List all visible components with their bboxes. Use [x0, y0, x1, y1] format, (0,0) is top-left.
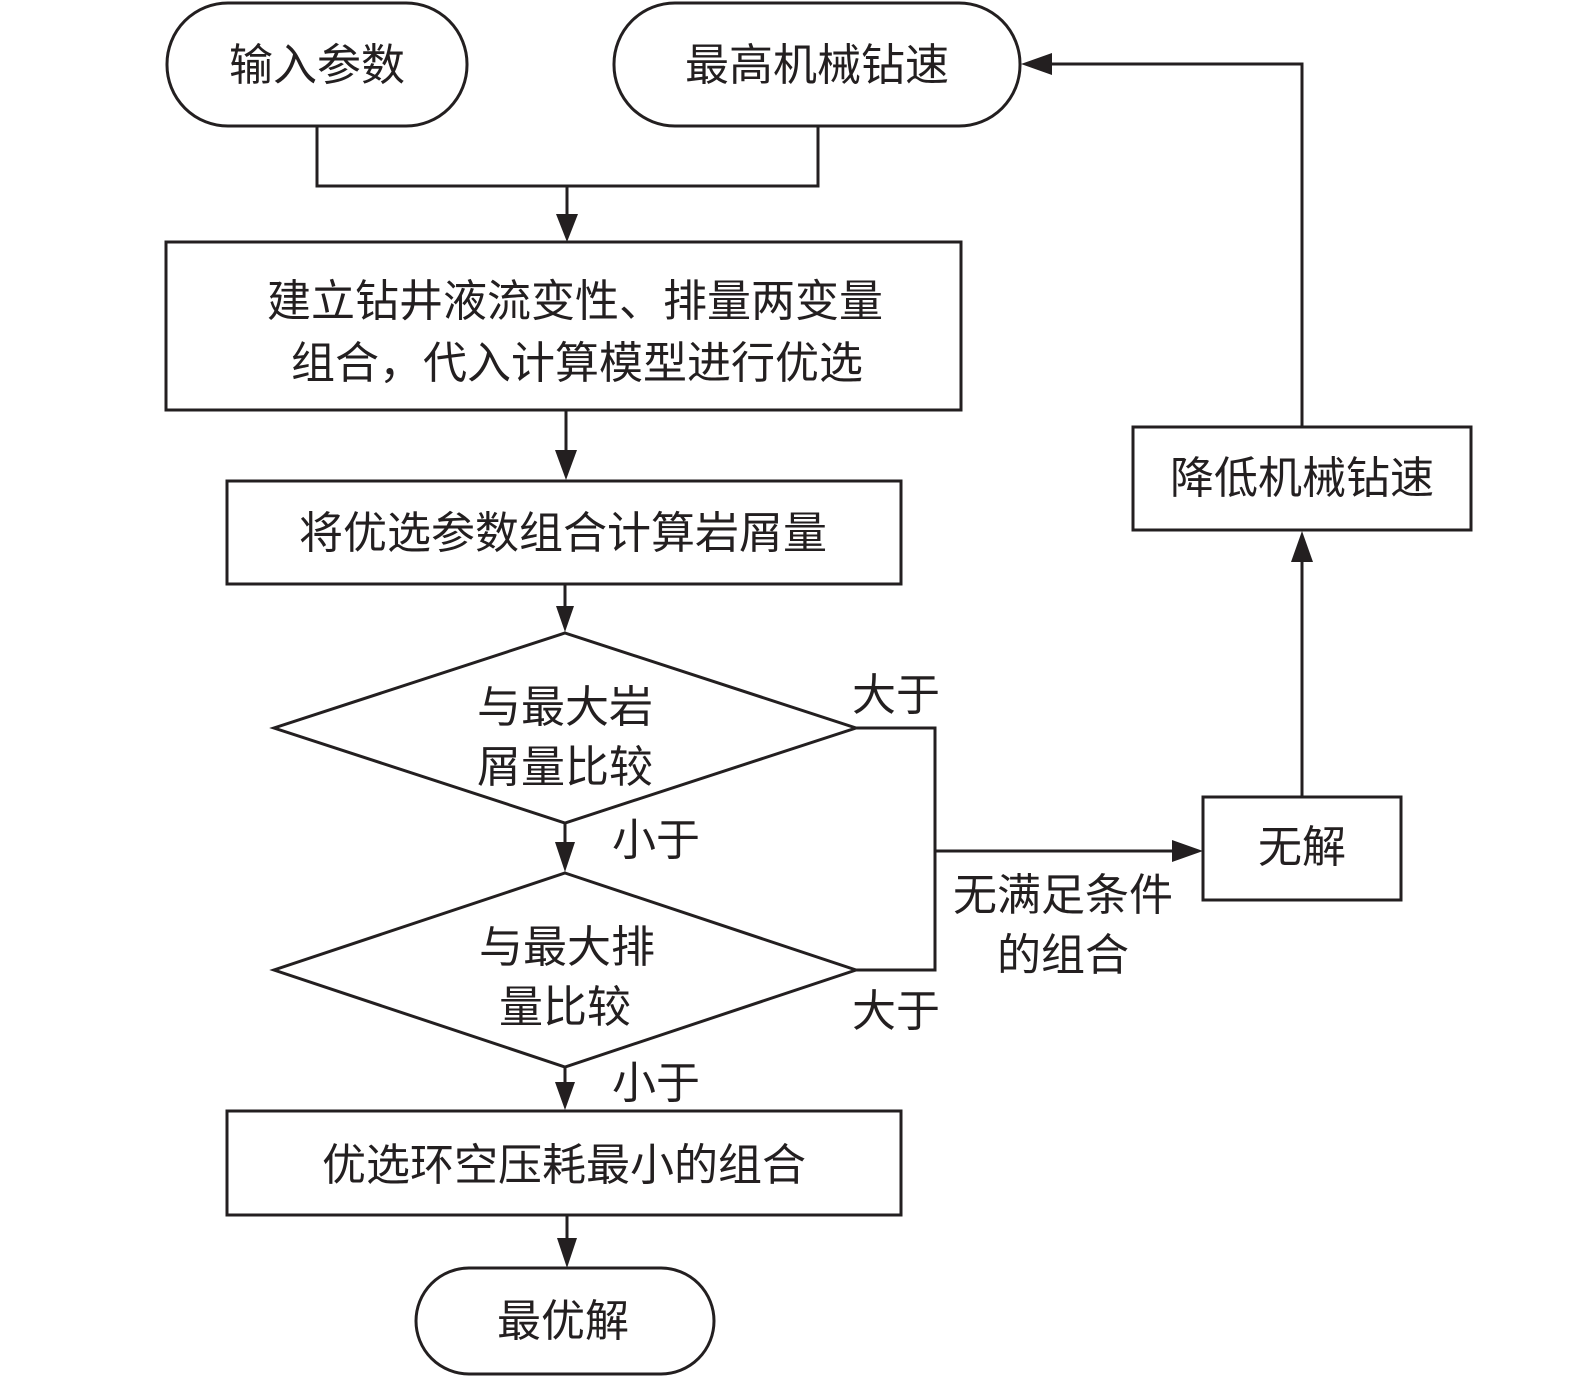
node-no-solution: 无解 — [1201, 795, 1403, 902]
node-compare-flow: 与最大排 量比较 — [269, 871, 861, 1069]
edge-label-flow-greater: 大于 — [852, 986, 940, 1037]
node-label-line-1: 建立钻井液流变性、排量两变量 — [267, 276, 883, 327]
arrow-left-icon — [1021, 53, 1052, 75]
node-label: 输入参数 — [229, 40, 405, 91]
arrow-up-icon — [1291, 531, 1313, 562]
node-label-line-2: 组合，代入计算模型进行优选 — [291, 338, 863, 389]
arrow-down-icon — [555, 842, 575, 872]
node-label: 优选环空压耗最小的组合 — [322, 1140, 806, 1191]
connector-line — [856, 726, 937, 972]
node-compare-cuttings: 与最大岩 屑量比较 — [269, 631, 861, 825]
edge-label-cuttings-greater: 大于 — [852, 670, 940, 721]
terminal-shape — [414, 1266, 716, 1376]
arrow-down-icon — [557, 1238, 577, 1268]
process-shape — [225, 1109, 903, 1217]
edge-cuttings-less — [555, 823, 575, 872]
arrow-down-icon — [555, 1082, 575, 1110]
arrow-down-icon — [556, 214, 578, 242]
edge-label-cuttings-less: 小于 — [612, 815, 700, 866]
node-label-line-2: 量比较 — [499, 982, 631, 1033]
edge-build-to-calc — [555, 410, 577, 480]
node-build-combo: 建立钻井液流变性、排量两变量 组合，代入计算模型进行优选 — [164, 240, 963, 412]
node-label: 降低机械钻速 — [1170, 453, 1434, 504]
edge-label-no-valid-line-2: 的组合 — [997, 930, 1129, 981]
node-label: 无解 — [1258, 822, 1346, 873]
node-select-min-loss: 优选环空压耗最小的组合 — [225, 1109, 903, 1217]
connector-line — [315, 126, 820, 188]
node-max-rop: 最高机械钻速 — [612, 1, 1022, 128]
node-label-line-1: 与最大岩 — [477, 682, 653, 733]
node-optimal: 最优解 — [414, 1266, 716, 1376]
edge-reduce-to-max-rop — [1021, 53, 1304, 427]
node-label: 最高机械钻速 — [685, 40, 949, 91]
edge-merge-inputs — [315, 126, 820, 242]
arrow-down-icon — [556, 606, 574, 632]
node-reduce-rop: 降低机械钻速 — [1131, 425, 1473, 532]
arrow-right-icon — [1172, 840, 1203, 862]
arrow-down-icon — [555, 450, 577, 480]
edge-label-flow-less: 小于 — [612, 1058, 700, 1109]
edge-flow-less — [555, 1067, 575, 1110]
edge-no-solution-to-reduce — [1291, 531, 1313, 797]
connector-line — [1042, 62, 1304, 427]
node-label: 将优选参数组合计算岩屑量 — [299, 508, 827, 559]
edge-calc-to-compare — [556, 584, 574, 632]
node-label: 最优解 — [497, 1296, 629, 1347]
edge-greater-to-no-solution — [856, 726, 1203, 972]
process-shape — [164, 240, 963, 412]
node-label-line-2: 屑量比较 — [477, 742, 653, 793]
node-calc-cuttings: 将优选参数组合计算岩屑量 — [225, 479, 903, 586]
node-label-line-1: 与最大排 — [479, 922, 655, 973]
edge-label-no-valid-line-1: 无满足条件 — [953, 870, 1173, 921]
process-shape — [1131, 425, 1473, 532]
process-shape — [1201, 795, 1403, 902]
node-input-params: 输入参数 — [165, 1, 469, 128]
edge-select-to-optimal — [557, 1215, 577, 1268]
